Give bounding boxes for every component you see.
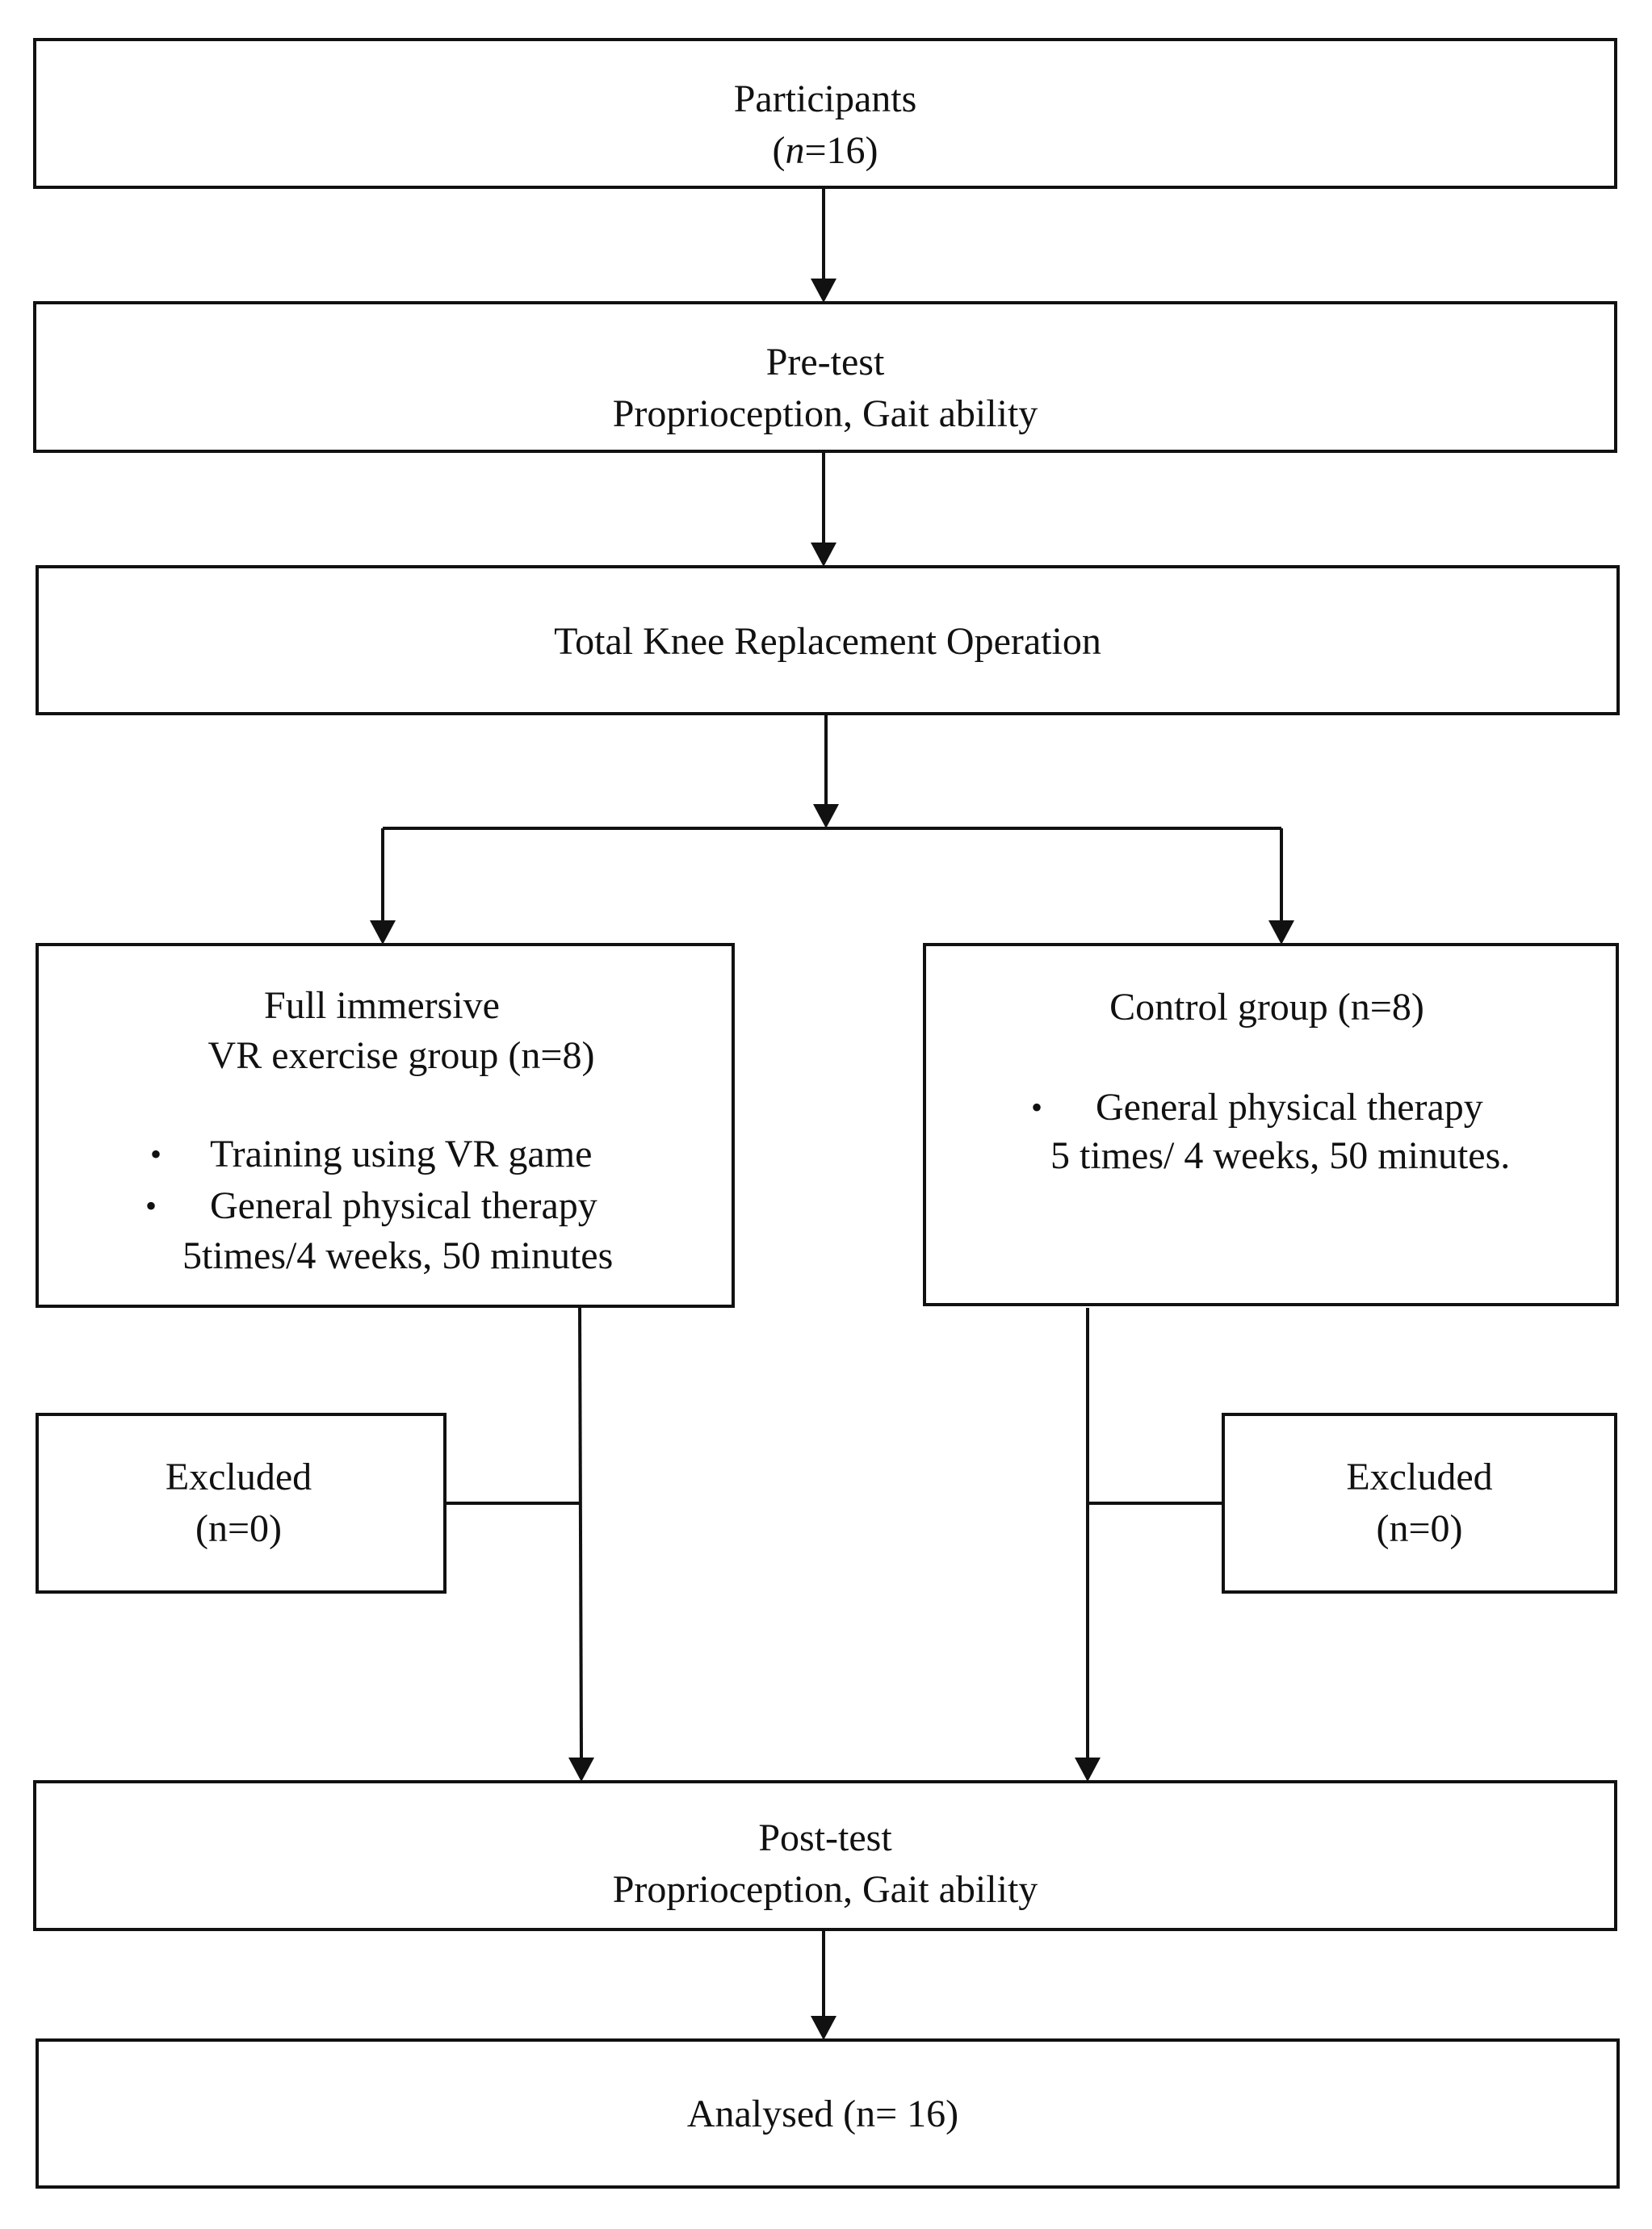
vr-group-bullet-item: • Training using VR game bbox=[145, 1129, 597, 1180]
participants-count: (n=16) bbox=[772, 129, 878, 172]
excluded-left-count: (n=0) bbox=[195, 1507, 283, 1550]
pretest-title: Pre-test bbox=[765, 341, 885, 383]
arrowhead-posttest-left bbox=[568, 1758, 594, 1782]
arrowhead-control bbox=[1268, 920, 1294, 945]
excluded-right-label: Excluded bbox=[1346, 1456, 1493, 1498]
bullet-dot: • bbox=[150, 1136, 162, 1172]
control-group-bullet-item: • General physical therapy bbox=[1031, 1082, 1483, 1133]
arrowhead-split bbox=[813, 804, 839, 828]
control-group-title: Control group (n=8) bbox=[1109, 986, 1424, 1029]
analysed-label: Analysed (n= 16) bbox=[686, 2093, 959, 2135]
operation-box: Total Knee Replacement Operation bbox=[36, 565, 1620, 715]
vr-group-title-line2: VR exercise group (n=8) bbox=[208, 1034, 595, 1077]
vr-group-title-line1: Full immersive bbox=[264, 984, 500, 1027]
control-group-box: Control group (n=8) • General physical t… bbox=[923, 943, 1619, 1306]
vr-group-bullet-text: General physical therapy bbox=[210, 1184, 597, 1227]
control-group-bullet-list: • General physical therapy bbox=[1031, 1082, 1483, 1133]
excluded-right-count: (n=0) bbox=[1376, 1507, 1463, 1550]
pretest-box: Pre-test Proprioception, Gait ability bbox=[33, 301, 1617, 453]
arrowhead-vr bbox=[370, 920, 396, 945]
participants-box: Participants (n=16) bbox=[33, 38, 1617, 189]
pretest-measures: Proprioception, Gait ability bbox=[612, 392, 1038, 435]
vr-group-box: Full immersive VR exercise group (n=8) •… bbox=[36, 943, 735, 1308]
excluded-right-box: Excluded (n=0) bbox=[1222, 1413, 1617, 1594]
vr-group-schedule: 5times/4 weeks, 50 minutes bbox=[182, 1234, 614, 1277]
vr-group-bullet-list: • Training using VR game • General physi… bbox=[145, 1129, 597, 1232]
analysed-box: Analysed (n= 16) bbox=[36, 2038, 1620, 2189]
excluded-left-label: Excluded bbox=[165, 1456, 312, 1498]
vr-group-bullet-text: Training using VR game bbox=[210, 1133, 593, 1175]
vr-group-bullet-item: • General physical therapy bbox=[145, 1180, 597, 1232]
connector-vr-posttest bbox=[578, 1307, 583, 1758]
posttest-title: Post-test bbox=[758, 1816, 892, 1859]
arrowhead-pretest bbox=[811, 279, 836, 303]
posttest-measures: Proprioception, Gait ability bbox=[612, 1868, 1038, 1911]
excluded-left-box: Excluded (n=0) bbox=[36, 1413, 447, 1594]
participants-label: Participants bbox=[733, 78, 917, 120]
arrowhead-operation bbox=[811, 543, 836, 567]
bullet-dot: • bbox=[1031, 1089, 1043, 1125]
bullet-dot: • bbox=[145, 1188, 157, 1224]
control-group-schedule: 5 times/ 4 weeks, 50 minutes. bbox=[1050, 1134, 1511, 1177]
posttest-box: Post-test Proprioception, Gait ability bbox=[33, 1780, 1617, 1931]
arrowhead-analysed bbox=[811, 2016, 836, 2040]
participants-n-symbol: n bbox=[785, 129, 805, 172]
operation-label: Total Knee Replacement Operation bbox=[554, 620, 1101, 663]
control-group-bullet-text: General physical therapy bbox=[1096, 1086, 1483, 1129]
arrowhead-posttest-right bbox=[1075, 1758, 1101, 1782]
